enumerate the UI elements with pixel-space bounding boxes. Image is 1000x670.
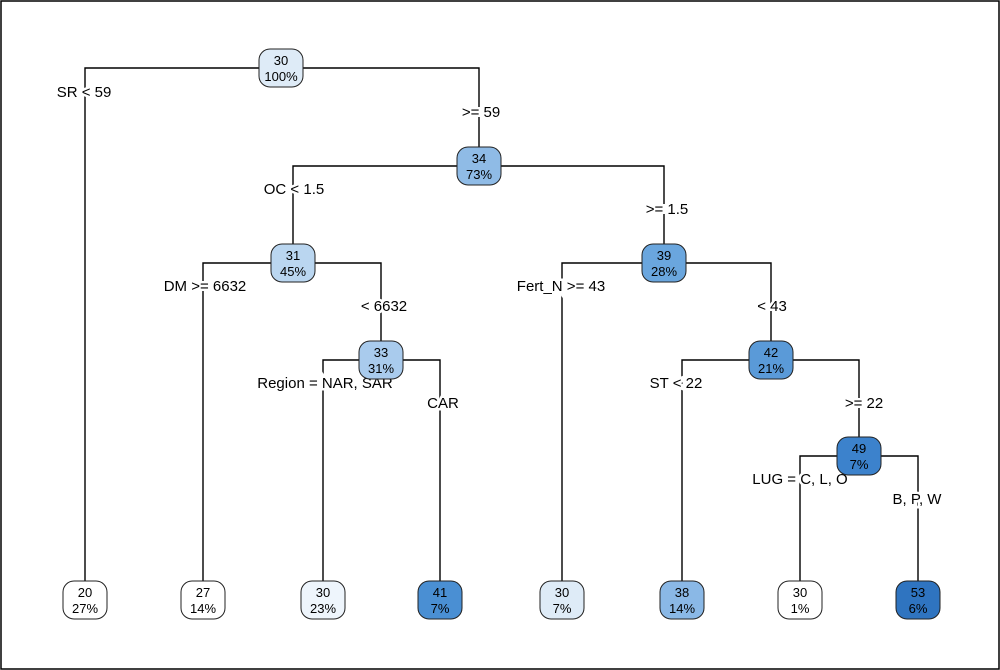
node-percent: 28% xyxy=(651,264,677,279)
node-box xyxy=(777,580,823,620)
node-percent: 6% xyxy=(909,601,928,616)
tree-nodes: 30100%3473%3145%3331%3928%4221%497%2027%… xyxy=(62,48,941,620)
split-label-halo: < 43 xyxy=(757,298,787,315)
split-label-halo: DM >= 6632 xyxy=(164,278,247,295)
split-label-halo: SR < 59 xyxy=(57,84,112,101)
node-percent: 23% xyxy=(310,601,336,616)
split-label-halo: ST < 22 xyxy=(650,375,703,392)
split-label-halo: >= 59 xyxy=(462,104,500,121)
split-label: LUG = C, L, O xyxy=(752,471,847,488)
node-value: 53 xyxy=(911,585,925,600)
node-value: 30 xyxy=(793,585,807,600)
node-value: 34 xyxy=(472,151,486,166)
node-value: 42 xyxy=(764,345,778,360)
node-box xyxy=(62,580,108,620)
node-value: 33 xyxy=(374,345,388,360)
node-percent: 7% xyxy=(431,601,450,616)
edge-n5 xyxy=(561,262,772,581)
node-percent: 27% xyxy=(72,601,98,616)
split-label-halo: LUG = C, L, O xyxy=(752,471,847,488)
node-box xyxy=(456,146,502,186)
node-percent: 45% xyxy=(280,264,306,279)
split-label-halo: B, P, W xyxy=(893,491,943,508)
split-label: >= 59 xyxy=(462,104,500,121)
split-label: < 6632 xyxy=(361,298,407,315)
node-value: 30 xyxy=(316,585,330,600)
node-value: 31 xyxy=(286,248,300,263)
node-value: 39 xyxy=(657,248,671,263)
edge-n1 xyxy=(84,67,480,581)
node-percent: 14% xyxy=(190,601,216,616)
split-label: OC < 1.5 xyxy=(264,181,324,198)
split-label: ST < 22 xyxy=(650,375,703,392)
split-label: B, P, W xyxy=(893,491,943,508)
node-box xyxy=(300,580,346,620)
node-box xyxy=(270,243,316,283)
node-box xyxy=(358,340,404,380)
split-label: Fert_N >= 43 xyxy=(517,278,605,295)
split-label: >= 22 xyxy=(845,395,883,412)
split-label-halo: CAR xyxy=(427,395,459,412)
node-box xyxy=(659,580,705,620)
leaf-node-l5: 307% xyxy=(539,580,585,620)
node-value: 27 xyxy=(196,585,210,600)
tree-edges xyxy=(84,67,919,581)
node-value: 20 xyxy=(78,585,92,600)
split-label-halo: >= 1.5 xyxy=(646,201,689,218)
split-label: SR < 59 xyxy=(57,84,112,101)
node-box xyxy=(258,48,304,88)
node-box xyxy=(641,243,687,283)
split-node-n7: 497% xyxy=(836,436,882,476)
node-percent: 31% xyxy=(368,361,394,376)
node-value: 38 xyxy=(675,585,689,600)
split-label-halo: Fert_N >= 43 xyxy=(517,278,605,295)
node-value: 41 xyxy=(433,585,447,600)
node-value: 49 xyxy=(852,441,866,456)
node-percent: 14% xyxy=(669,601,695,616)
split-label-halo: >= 22 xyxy=(845,395,883,412)
edge-n4 xyxy=(322,359,441,581)
node-box xyxy=(180,580,226,620)
leaf-node-l8: 536% xyxy=(895,580,941,620)
edge-n3 xyxy=(202,262,382,581)
split-label: < 43 xyxy=(757,298,787,315)
split-label: Region = NAR, SAR xyxy=(257,375,393,392)
node-box xyxy=(417,580,463,620)
leaf-node-l4: 417% xyxy=(417,580,463,620)
node-value: 30 xyxy=(274,53,288,68)
node-percent: 100% xyxy=(264,69,298,84)
split-label: DM >= 6632 xyxy=(164,278,247,295)
node-box xyxy=(748,340,794,380)
node-percent: 21% xyxy=(758,361,784,376)
split-label-halo: Region = NAR, SAR xyxy=(257,375,393,392)
node-percent: 73% xyxy=(466,167,492,182)
node-percent: 1% xyxy=(791,601,810,616)
split-label: CAR xyxy=(427,395,459,412)
node-percent: 7% xyxy=(553,601,572,616)
node-percent: 7% xyxy=(850,457,869,472)
node-box xyxy=(539,580,585,620)
leaf-node-l7: 301% xyxy=(777,580,823,620)
split-label: >= 1.5 xyxy=(646,201,689,218)
node-value: 30 xyxy=(555,585,569,600)
split-label-halo: < 6632 xyxy=(361,298,407,315)
split-label-halo: OC < 1.5 xyxy=(264,181,324,198)
node-box xyxy=(836,436,882,476)
node-box xyxy=(895,580,941,620)
